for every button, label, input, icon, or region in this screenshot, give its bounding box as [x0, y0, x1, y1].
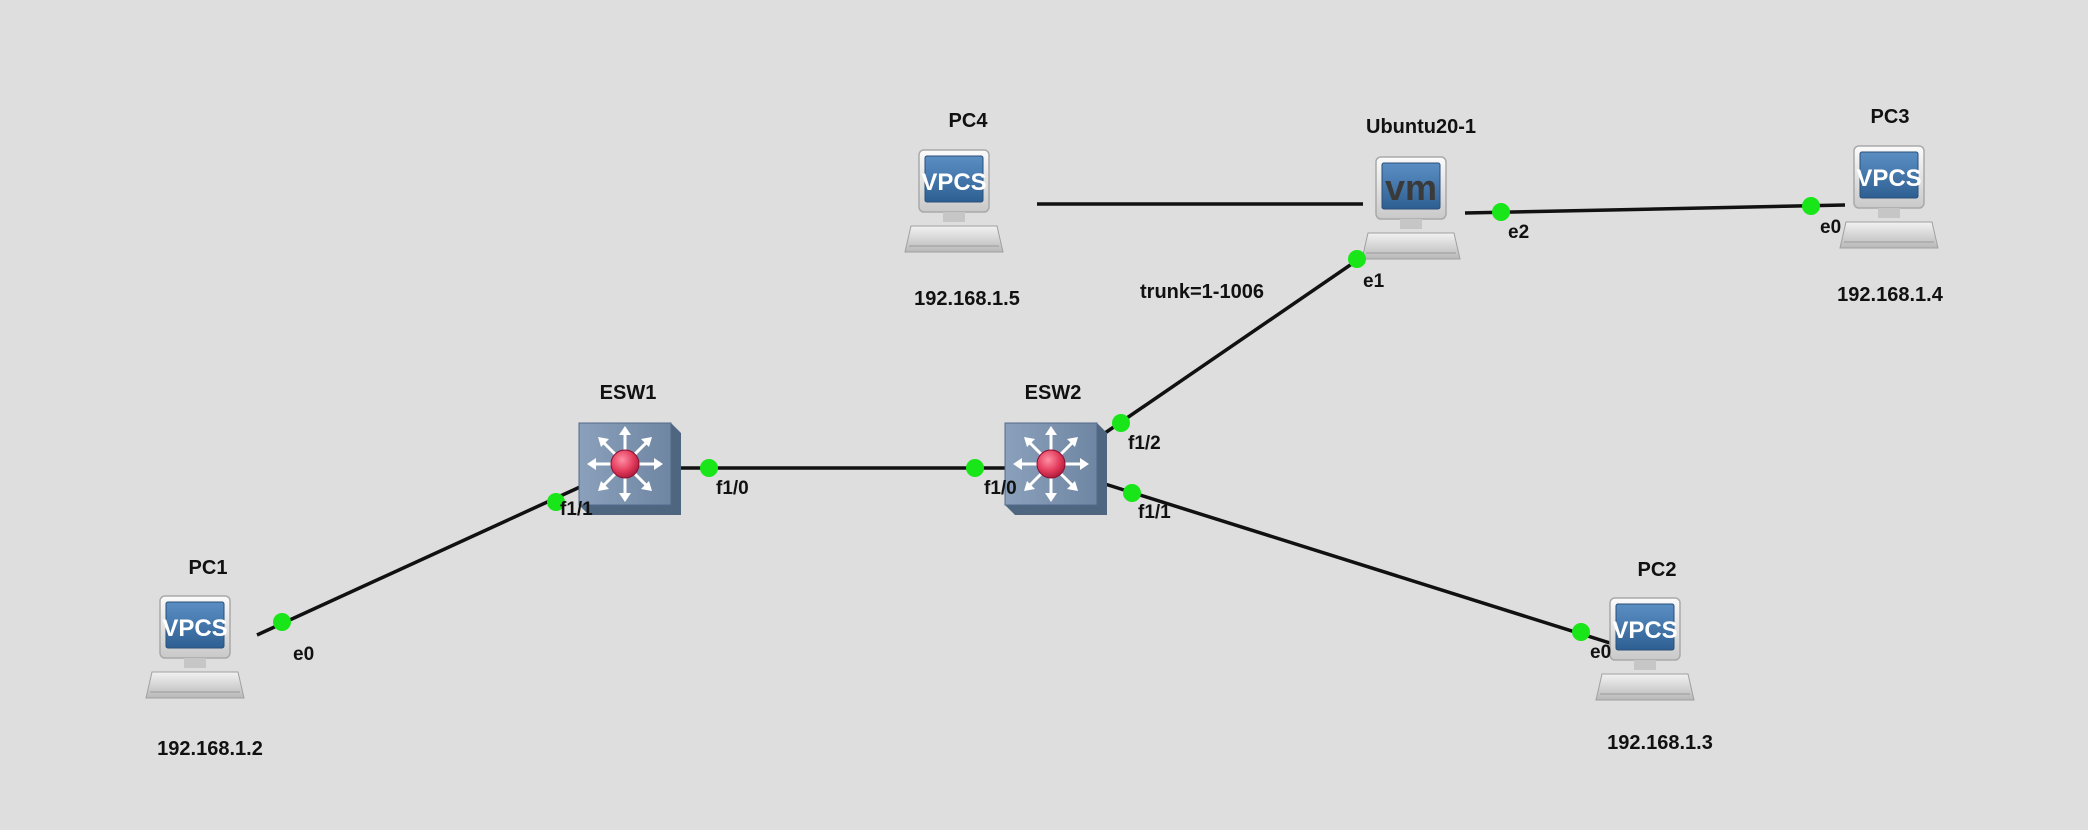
node-name-pc1: PC1	[189, 557, 228, 579]
vm-screen-label: vm	[1385, 167, 1437, 208]
node-pc1[interactable]: VPCS	[145, 595, 245, 699]
node-esw2[interactable]	[1003, 421, 1109, 517]
port-dot-esw2-f1-0[interactable]	[966, 459, 984, 477]
port-dot-pc3-e0[interactable]	[1802, 197, 1820, 215]
link-label-trunk: trunk=1-1006	[1140, 281, 1264, 303]
port-label-ubuntu-e2: e2	[1508, 222, 1529, 243]
ip-label-pc3: 192.168.1.4	[1837, 284, 1944, 306]
port-dot-esw2-f1-1[interactable]	[1123, 484, 1141, 502]
port-label-esw2-f1-0: f1/0	[984, 478, 1017, 499]
link-esw2-ubuntu[interactable]	[1104, 246, 1376, 435]
port-label-esw2-f1-2: f1/2	[1128, 433, 1161, 454]
node-pc3[interactable]: VPCS	[1839, 145, 1939, 249]
port-label-pc1-e0: e0	[293, 644, 314, 665]
port-dot-esw1-f1-1[interactable]	[547, 493, 565, 511]
port-label-pc3-e0: e0	[1820, 217, 1841, 238]
port-dot-ubuntu-e1[interactable]	[1348, 250, 1366, 268]
vpcs-screen-label: VPCS	[1612, 617, 1677, 644]
node-pc4[interactable]: VPCS	[904, 149, 1004, 253]
port-label-esw1-f1-1: f1/1	[560, 499, 593, 520]
ip-label-pc2: 192.168.1.3	[1607, 732, 1713, 754]
node-name-pc2: PC2	[1638, 559, 1677, 581]
node-name-pc3: PC3	[1871, 106, 1910, 128]
node-ubuntu[interactable]: vm	[1361, 156, 1461, 260]
port-dot-esw2-f1-2[interactable]	[1112, 414, 1130, 432]
port-dot-esw1-f1-0[interactable]	[700, 459, 718, 477]
port-label-pc2-e0: e0	[1590, 642, 1611, 663]
node-name-ubuntu: Ubuntu20-1	[1366, 116, 1476, 138]
port-label-esw2-f1-1: f1/1	[1138, 502, 1171, 523]
vpcs-screen-label: VPCS	[921, 169, 986, 196]
port-label-esw1-f1-0: f1/0	[716, 478, 749, 499]
link-esw2-pc2[interactable]	[1104, 482, 1611, 645]
node-pc2[interactable]: VPCS	[1595, 597, 1695, 701]
port-dot-ubuntu-e2[interactable]	[1492, 203, 1510, 221]
node-name-pc4: PC4	[949, 110, 989, 132]
port-dot-pc2-e0[interactable]	[1572, 623, 1590, 641]
node-name-esw2: ESW2	[1025, 382, 1082, 404]
ip-label-pc1: 192.168.1.2	[157, 738, 263, 760]
link-ubuntu-pc3[interactable]	[1464, 203, 1846, 215]
node-esw1[interactable]	[577, 421, 683, 517]
port-label-ubuntu-e1: e1	[1363, 271, 1385, 292]
link-pc1-esw1[interactable]	[256, 485, 581, 637]
port-dot-pc1-e0[interactable]	[273, 613, 291, 631]
ip-label-pc4: 192.168.1.5	[914, 288, 1020, 310]
node-name-esw1: ESW1	[600, 382, 657, 404]
vpcs-screen-label: VPCS	[1856, 165, 1921, 192]
vpcs-screen-label: VPCS	[162, 615, 227, 642]
